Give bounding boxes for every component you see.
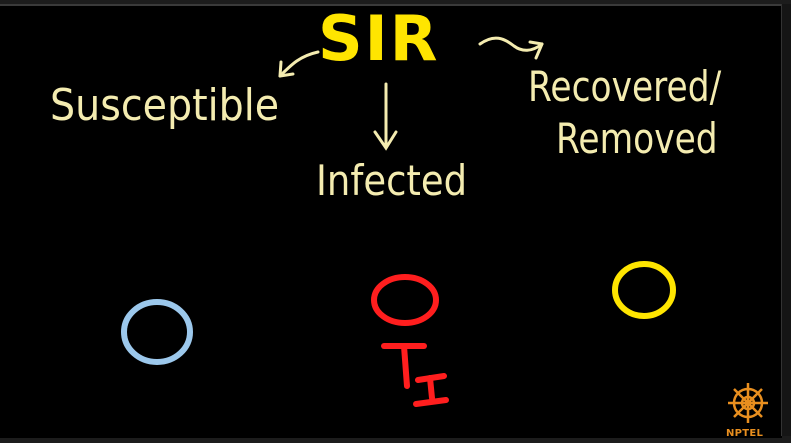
diagram-title: SIR xyxy=(318,2,440,75)
recovered-node-circle xyxy=(612,261,676,319)
blackboard xyxy=(0,4,782,438)
scrollbar[interactable] xyxy=(781,4,791,436)
recovered-label-line2: Removed xyxy=(556,114,718,163)
nptel-logo-icon xyxy=(728,383,768,423)
infected-node-circle xyxy=(371,274,439,326)
arrow-to-susceptible xyxy=(278,50,320,78)
arrow-to-recovered xyxy=(478,36,544,60)
arrow-to-infected xyxy=(373,82,398,151)
infected-time-symbol xyxy=(381,343,449,407)
nptel-logo-text: NPTEL xyxy=(726,428,764,439)
infected-label: Infected xyxy=(316,156,468,205)
susceptible-node-circle xyxy=(121,299,193,365)
recovered-label-line1: Recovered/ xyxy=(528,62,722,111)
susceptible-label: Susceptible xyxy=(50,80,280,131)
